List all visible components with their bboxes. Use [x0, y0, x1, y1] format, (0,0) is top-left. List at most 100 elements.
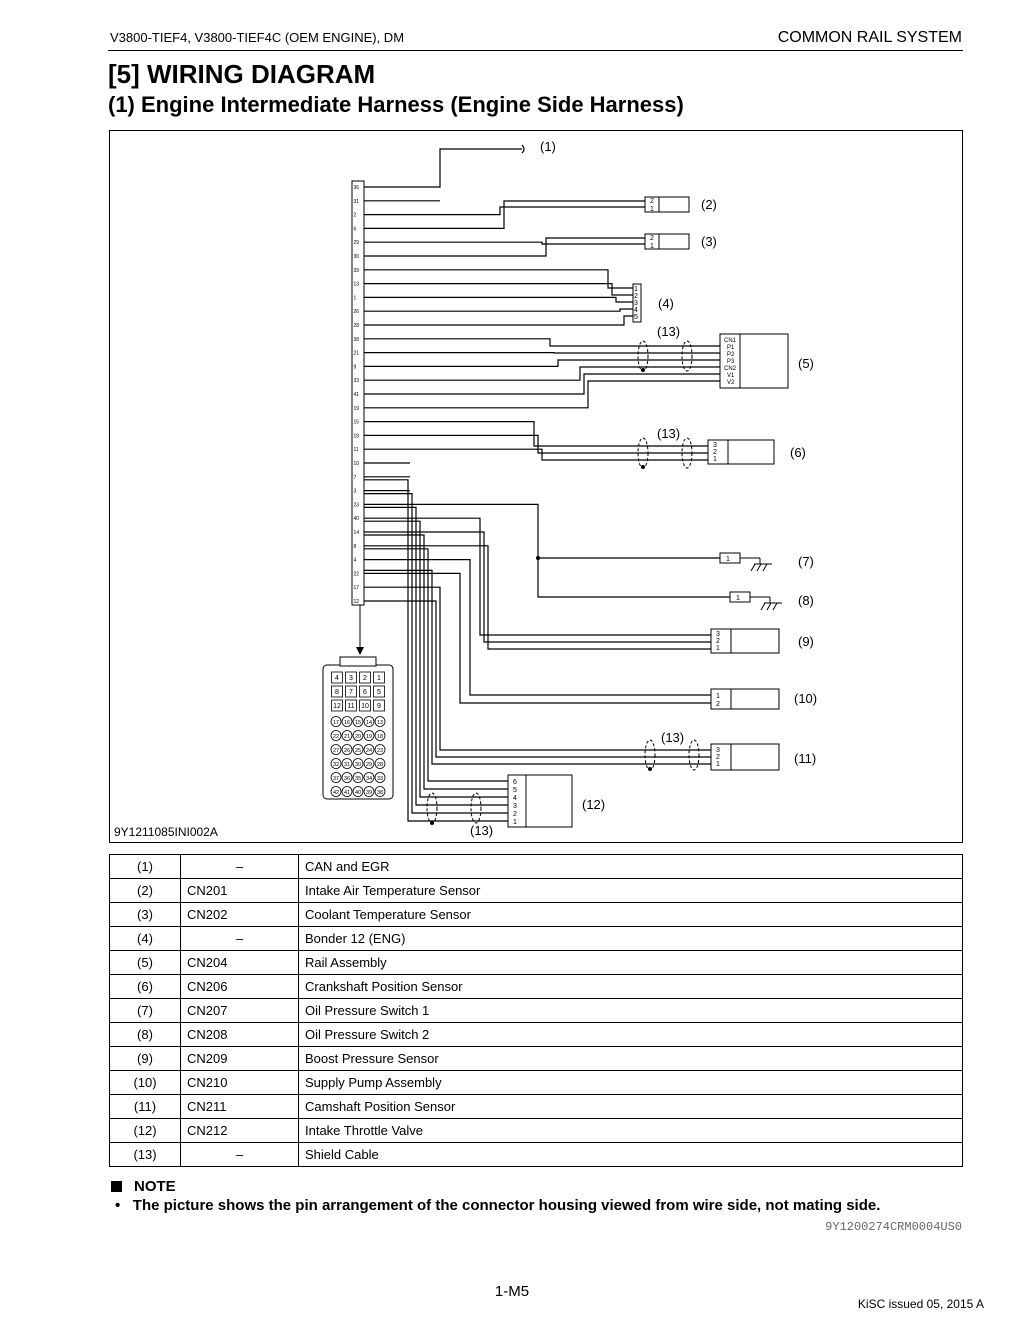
pin-label: 17 [354, 585, 360, 591]
housing-pin-label: 34 [366, 776, 372, 782]
housing-pin-label: 4 [335, 675, 339, 682]
part-code: CN208 [180, 1022, 299, 1047]
connector-cn208 [729, 591, 751, 603]
housing-pin [374, 758, 386, 769]
wire [364, 359, 720, 367]
header-section: COMMON RAIL SYSTEM [777, 29, 962, 46]
rail-label: P1 [727, 345, 735, 351]
housing-pin-label: 26 [344, 748, 350, 754]
housing-pin [374, 730, 386, 741]
pin-label: 28 [354, 323, 360, 329]
wire [537, 558, 730, 598]
housing-pin-label: 13 [377, 720, 383, 726]
housing-pin [341, 744, 353, 755]
callout-13: (13) [657, 426, 680, 441]
wire [364, 517, 711, 636]
housing-pin [345, 685, 357, 698]
part-ref: (1) [109, 854, 181, 879]
part-code: – [180, 926, 299, 951]
rail-label: V2 [727, 380, 735, 386]
housing-pin [352, 772, 364, 783]
svg-text:4: 4 [634, 307, 638, 314]
part-code: CN204 [180, 950, 299, 975]
housing-pin [352, 786, 364, 797]
ground-symbols [740, 557, 782, 611]
housing-pin-label: 16 [344, 720, 350, 726]
callout-7: (7) [798, 554, 814, 569]
svg-text:1: 1 [716, 761, 720, 768]
part-code: CN202 [180, 902, 299, 927]
wire [364, 421, 708, 447]
svg-text:5: 5 [634, 314, 638, 321]
connector-cn210 [710, 688, 732, 710]
figure-id: 9Y1211085INI002A [114, 825, 218, 839]
pin-label: 31 [354, 199, 360, 205]
supply-pump-body [730, 688, 780, 710]
part-ref: (5) [109, 950, 181, 975]
housing-pin-label: 32 [333, 762, 339, 768]
wire [364, 200, 645, 229]
housing-pin-label: 36 [344, 776, 350, 782]
svg-text:3: 3 [716, 747, 720, 754]
housing-pin [373, 699, 385, 712]
rail-label: CN2 [724, 366, 737, 372]
callout-labels: (1) (2) (3) (4) (13) (5) (13) (6) (7) (8… [470, 139, 817, 838]
housing-pin [330, 758, 342, 769]
housing-pin-label: 21 [344, 734, 350, 740]
housing-pin [341, 786, 353, 797]
wire [364, 269, 633, 289]
cam-sensor-body [730, 743, 780, 771]
svg-text:4: 4 [513, 795, 517, 802]
svg-text:2: 2 [513, 811, 517, 818]
boost-sensor-body [730, 628, 780, 654]
housing-pin [374, 716, 386, 727]
pin-label: 7 [354, 475, 357, 481]
housing-pin-label: 41 [344, 790, 350, 796]
housing-pin [363, 772, 375, 783]
svg-text:1: 1 [716, 645, 720, 652]
housing-pin [341, 758, 353, 769]
callout-3: (3) [701, 234, 717, 249]
part-ref: (3) [109, 902, 181, 927]
housing-pin [341, 730, 353, 741]
part-name: Boost Pressure Sensor [298, 1046, 963, 1071]
housing-pin-label: 22 [333, 734, 339, 740]
svg-text:1: 1 [513, 819, 517, 826]
housing-arrow [356, 605, 364, 655]
housing-pin [341, 716, 353, 727]
svg-text:3: 3 [634, 300, 638, 307]
pin-label: 22 [354, 571, 360, 577]
connector-cn206 [707, 439, 729, 465]
callout-10: (10) [794, 691, 817, 706]
housing-pin [373, 671, 385, 684]
part-ref: (9) [109, 1046, 181, 1071]
housing-pin [373, 685, 385, 698]
note-heading: NOTE [111, 1178, 176, 1195]
callout-13: (13) [661, 730, 684, 745]
part-name: Bonder 12 (ENG) [298, 926, 963, 951]
note-code: 9Y1200274CRM0004US0 [825, 1220, 962, 1234]
connector-bonder [632, 283, 642, 323]
housing-pin [352, 716, 364, 727]
pin-label: 11 [354, 447, 359, 453]
wire [364, 531, 711, 643]
part-ref: (7) [109, 998, 181, 1023]
part-ref: (8) [109, 1022, 181, 1047]
callout-9: (9) [798, 634, 814, 649]
table-row: (4)–Bonder 12 (ENG) [109, 926, 963, 951]
issue-info: KiSC issued 05, 2015 A [857, 1297, 984, 1311]
svg-text:2: 2 [716, 754, 720, 761]
pin-label: 30 [354, 254, 360, 260]
rail-label: P2 [727, 352, 735, 358]
housing-latch [339, 656, 377, 667]
shield-cables [426, 340, 700, 824]
svg-text:1: 1 [650, 206, 654, 213]
wire [364, 380, 720, 409]
housing-pin [345, 671, 357, 684]
callout-2: (2) [701, 197, 717, 212]
